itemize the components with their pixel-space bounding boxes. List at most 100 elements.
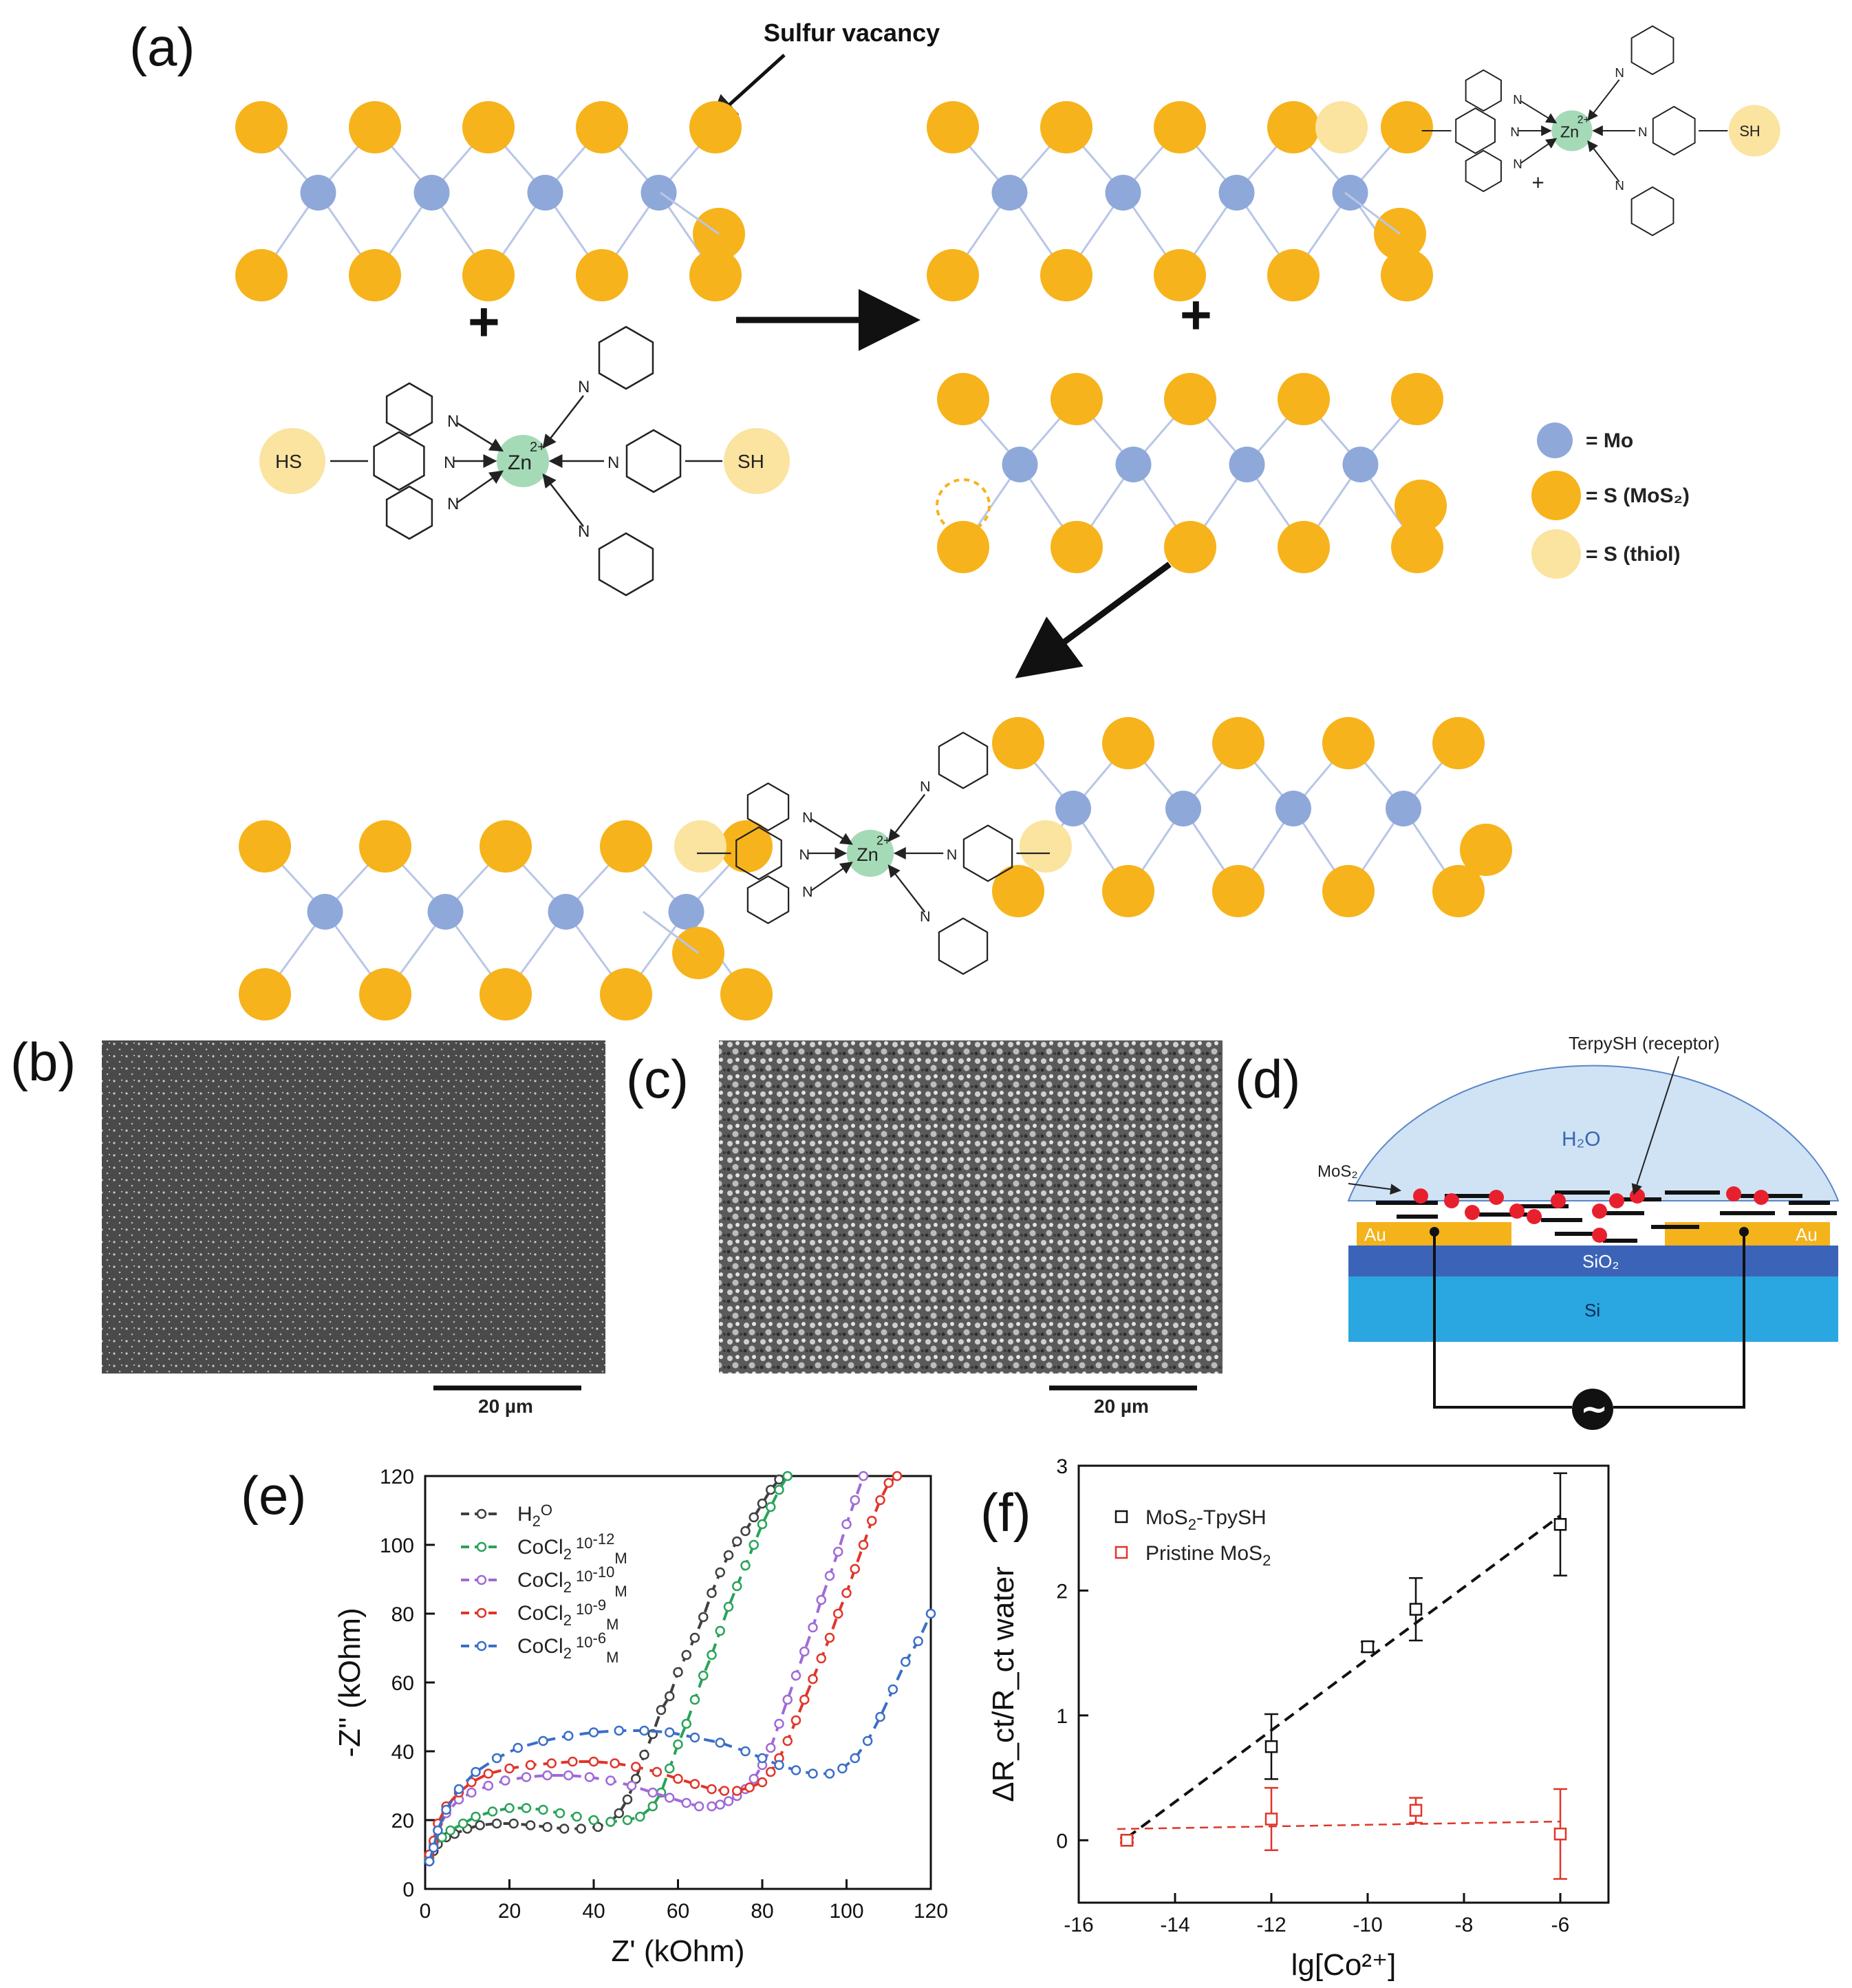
data-point	[437, 1832, 447, 1843]
water-droplet	[1347, 1065, 1840, 1201]
legend-label: CoCl2 10-9M	[517, 1596, 618, 1633]
pyridine-ring	[962, 824, 1013, 882]
legend-text-part: -9	[593, 1596, 607, 1614]
legend-text-part: 10	[572, 1634, 593, 1651]
data-point	[614, 1808, 624, 1819]
molybdenum-atom	[1386, 791, 1421, 826]
panel-e-label: (e)	[241, 1465, 306, 1526]
mos2-flake	[1603, 1239, 1637, 1243]
mos2-flake	[1445, 1194, 1493, 1198]
data-point	[424, 1856, 435, 1867]
data-point	[622, 1815, 633, 1826]
data-point	[521, 1772, 532, 1782]
panel-b-label: (b)	[10, 1032, 76, 1092]
sulfur-atom	[462, 101, 515, 153]
mos2-flake	[1479, 1212, 1527, 1217]
coordination-bond	[457, 422, 504, 452]
legend-text-part: M	[614, 1583, 627, 1600]
data-point	[647, 1787, 658, 1798]
data-point	[833, 1608, 843, 1619]
sio2-layer	[1348, 1246, 1838, 1276]
data-point	[766, 1501, 776, 1513]
legend-text-part: 2	[563, 1612, 572, 1629]
data-point	[471, 1811, 481, 1822]
zinc-label: Zn	[857, 844, 879, 865]
scale-bar-b-label: 20 µm	[478, 1396, 533, 1417]
sulfur-atom	[1102, 717, 1154, 769]
receptor-molecule	[1726, 1186, 1741, 1201]
sulfur-atom	[1154, 249, 1206, 301]
legend-swatch-marker	[476, 1607, 487, 1618]
pyridine-ring	[1652, 105, 1696, 156]
legend-text-part: -TpySH	[1196, 1506, 1267, 1529]
data-point	[1553, 1518, 1567, 1531]
legend-label: CoCl2 10-10M	[517, 1563, 627, 1600]
sulfur-atom	[1322, 717, 1375, 769]
data-point	[563, 1770, 574, 1781]
mos2-flake	[1720, 1211, 1775, 1215]
data-point	[1361, 1640, 1375, 1654]
nitrogen-label: N	[447, 412, 459, 431]
legend-text-part: 10	[572, 1535, 593, 1552]
y-tick-label: 1	[1056, 1705, 1068, 1728]
data-point	[719, 1786, 730, 1796]
y-tick-label: 2	[1056, 1580, 1068, 1603]
scale-bar-c-label: 20 µm	[1094, 1396, 1149, 1417]
data-point	[774, 1760, 784, 1771]
sulfur-atom	[1322, 865, 1375, 917]
data-point	[757, 1498, 768, 1509]
sem-image-functionalized	[719, 1040, 1223, 1374]
series-fit-line	[428, 1475, 865, 1855]
data-point	[723, 1796, 734, 1806]
data-point	[626, 1780, 637, 1791]
receptor-molecule	[1754, 1190, 1769, 1205]
data-point	[588, 1815, 599, 1826]
y-axis-title: ΔR_ct/R_ct water	[987, 1566, 1020, 1802]
data-point	[892, 1471, 903, 1482]
data-point	[715, 1567, 725, 1578]
coordination-bond	[542, 395, 584, 449]
au-right-label: Au	[1796, 1224, 1818, 1245]
sulfur-atom	[927, 249, 979, 301]
molybdenum-atom	[1332, 175, 1368, 211]
data-point	[681, 1718, 691, 1729]
x-tick-label: 0	[420, 1900, 431, 1923]
sulfur-atom	[1432, 865, 1485, 917]
data-point	[542, 1770, 552, 1781]
data-point	[782, 1471, 793, 1482]
mos2-flake	[1651, 1225, 1699, 1229]
legend-text-part: 2	[563, 1645, 572, 1662]
data-point	[433, 1825, 443, 1836]
data-point	[689, 1694, 700, 1705]
legend-s-thiol-swatch	[1531, 529, 1581, 579]
mos2-chain	[937, 373, 1443, 573]
bond	[660, 191, 720, 235]
mos2-flakes	[1376, 1186, 1837, 1243]
coordination-bond	[542, 473, 584, 527]
data-point	[790, 1715, 801, 1726]
mos2-label: MoS₂	[1317, 1162, 1358, 1181]
sulfur-atom	[937, 373, 989, 425]
coordination-bond	[887, 864, 926, 913]
data-point	[546, 1758, 557, 1768]
receptor-molecule	[1609, 1193, 1624, 1208]
data-point	[799, 1694, 810, 1705]
data-point	[740, 1560, 751, 1571]
data-point	[631, 1773, 641, 1784]
x-tick-label: 120	[914, 1900, 948, 1923]
sulfur-atom	[1212, 865, 1264, 917]
sulfur-atom	[1267, 249, 1320, 301]
data-point	[766, 1766, 776, 1777]
legend-text-part: -6	[593, 1629, 607, 1647]
sulfur-atom	[480, 968, 532, 1020]
data-point	[782, 1694, 793, 1705]
sulfur-atom	[720, 968, 773, 1020]
mos2-pointer	[1348, 1183, 1401, 1195]
receptor-molecule	[1465, 1205, 1480, 1220]
data-point	[782, 1735, 793, 1746]
x-tick-label: -6	[1551, 1914, 1570, 1936]
legend-text-part: CoCl	[517, 1635, 563, 1658]
legend-text-part: 2	[1188, 1516, 1196, 1533]
data-point	[1120, 1834, 1134, 1847]
